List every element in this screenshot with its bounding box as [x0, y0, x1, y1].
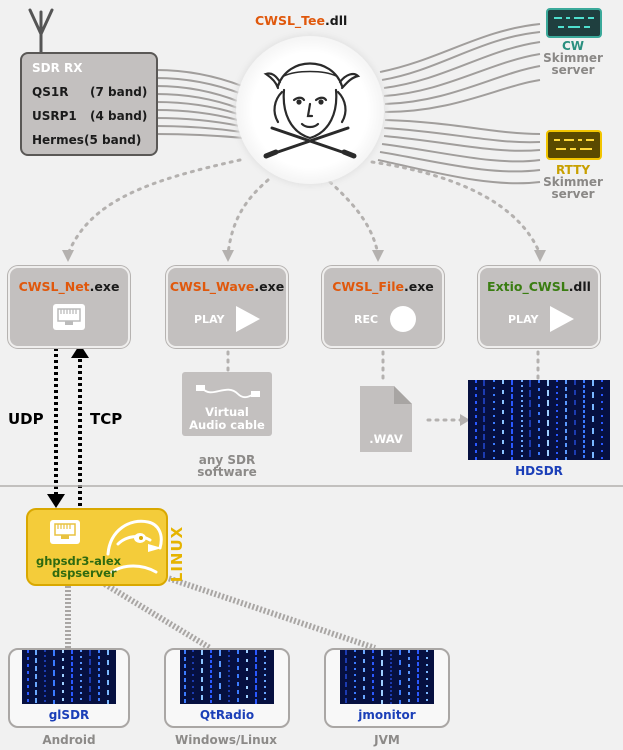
audio-cable-icon	[196, 385, 260, 399]
module-title: CWSL_File.exe	[324, 279, 442, 294]
play-icon	[236, 306, 260, 332]
rtty-skimmer-line1: RTTY	[555, 163, 591, 177]
tee-ext: .dll	[325, 13, 348, 28]
tee-name: CWSL_Tee	[255, 13, 326, 28]
server-name-line1: ghpsdr3-alex	[36, 554, 122, 568]
radio-name: USRP1	[32, 109, 77, 123]
client-waterfall	[22, 650, 116, 704]
module-cwsl-file: CWSL_File.exe REC	[322, 266, 444, 348]
rtty-skimmer-icon	[546, 130, 602, 160]
cw-skimmer-label: CW Skimmer server	[530, 40, 616, 76]
ethernet-port-icon	[53, 304, 85, 330]
sdr-rx-title: SDR RX	[32, 61, 83, 75]
module-ext: .exe	[89, 279, 120, 294]
module-cwsl-wave: CWSL_Wave.exe PLAY	[166, 266, 288, 348]
client-platform: Windows/Linux	[175, 733, 277, 747]
cw-skimmer-icon	[546, 8, 602, 38]
any-sdr-caption-line2: software	[197, 465, 257, 479]
client-glsdr: glSDR	[8, 648, 130, 728]
sdr-rx-box: SDR RX QS1R (7 band) USRP1 (4 band) Herm…	[20, 52, 158, 156]
client-platform: Android	[42, 733, 96, 747]
virtual-cable-line2: Audio cable	[189, 418, 265, 432]
module-control-label: PLAY	[194, 313, 225, 326]
virtual-cable-line1: Virtual	[205, 405, 249, 419]
any-sdr-caption: any SDR software	[176, 454, 278, 478]
radio-band: (4 band)	[90, 109, 148, 123]
linux-label: LINUX	[168, 525, 186, 583]
module-cwsl-net: CWSL_Net.exe	[8, 266, 130, 348]
client-waterfall	[180, 650, 274, 704]
client-name: QtRadio	[199, 708, 255, 722]
udp-label: UDP	[8, 410, 44, 428]
radio-band: (7 band)	[90, 85, 148, 99]
module-title: CWSL_Wave.exe	[168, 279, 286, 294]
client-jmonitor: jmonitor	[324, 648, 450, 728]
module-ext: .dll	[568, 279, 591, 294]
module-control-label: REC	[354, 313, 379, 326]
module-ext: .exe	[403, 279, 434, 294]
ethernet-port-icon	[50, 520, 80, 544]
wav-file-icon: .WAV	[360, 386, 412, 452]
server-name-line2: dspserver	[52, 566, 117, 580]
module-name: CWSL_Net	[18, 279, 90, 294]
client-qtradio: QtRadio	[164, 648, 290, 728]
module-name: CWSL_Wave	[169, 279, 255, 294]
hdsdr-waterfall	[468, 380, 610, 460]
tux-penguin-icon	[106, 519, 163, 574]
module-control-label: PLAY	[508, 313, 539, 326]
client-name: glSDR	[48, 708, 90, 722]
tee-title: CWSL_Tee.dll	[255, 13, 347, 28]
module-title: CWSL_Net.exe	[10, 279, 128, 294]
rtty-skimmer-line3: server	[551, 187, 595, 201]
client-platform: JVM	[374, 733, 400, 747]
cw-skimmer-line1: CW	[561, 39, 585, 53]
antenna-icon	[28, 8, 54, 56]
play-icon	[550, 306, 574, 332]
wav-label: .WAV	[369, 432, 403, 446]
module-extio-cwsl: Extio_CWSL.dll PLAY	[478, 266, 600, 348]
radio-name: QS1R	[32, 85, 69, 99]
any-sdr-caption-line1: any SDR	[198, 453, 256, 467]
module-title: Extio_CWSL.dll	[480, 279, 598, 294]
pirate-head-icon	[263, 62, 361, 159]
module-name: CWSL_File	[332, 279, 404, 294]
linux-server-box: ghpsdr3-alex dspserver	[26, 508, 168, 586]
rtty-skimmer-line2: Skimmer	[543, 175, 603, 189]
virtual-audio-cable-box: Virtual Audio cable	[182, 372, 272, 436]
tee-medallion	[236, 36, 384, 184]
rtty-skimmer-label: RTTY Skimmer server	[530, 164, 616, 200]
record-icon	[390, 306, 416, 332]
module-name: Extio_CWSL	[487, 279, 569, 294]
client-name: jmonitor	[358, 708, 416, 722]
radio-band: (5 band)	[84, 133, 142, 147]
cw-skimmer-line2: Skimmer	[543, 51, 603, 65]
radio-name: Hermes	[32, 133, 84, 147]
hdsdr-label: HDSDR	[515, 464, 563, 478]
client-waterfall	[340, 650, 434, 704]
module-ext: .exe	[254, 279, 285, 294]
tcp-label: TCP	[90, 410, 123, 428]
cw-skimmer-line3: server	[551, 63, 595, 77]
